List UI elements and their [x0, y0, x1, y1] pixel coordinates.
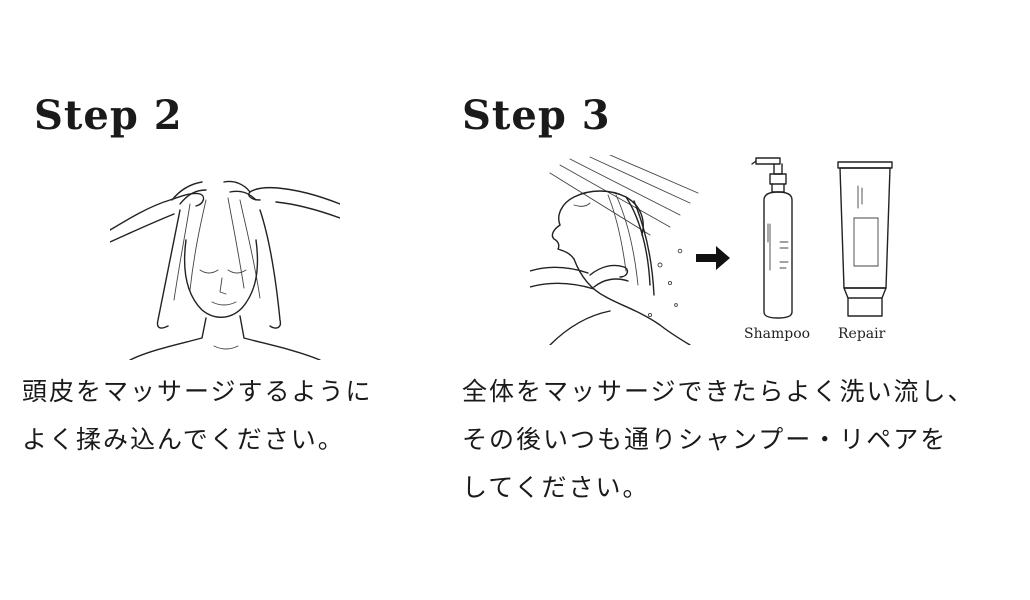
- step3-line-3: してください。: [462, 473, 650, 502]
- step3-line-2: その後いつも通りシャンプー・リペアを: [462, 425, 948, 454]
- rinsing-hair-illustration: [530, 155, 699, 345]
- scalp-massage-illustration: [110, 180, 340, 360]
- shampoo-bottle-icon: [751, 157, 793, 319]
- step2-title: Step 2: [34, 92, 183, 139]
- step2-line-2: よく揉み込んでください。: [22, 425, 345, 454]
- step2-instructions: 頭皮をマッサージするように よく揉み込んでください。: [22, 368, 442, 464]
- step3-instructions: 全体をマッサージできたらよく洗い流し、 その後いつも通りシャンプー・リペアを し…: [462, 368, 1022, 512]
- repair-label: Repair: [838, 326, 886, 342]
- repair-tube-icon: [837, 161, 893, 317]
- step2-line-1: 頭皮をマッサージするように: [22, 377, 373, 406]
- step3-line-1: 全体をマッサージできたらよく洗い流し、: [462, 377, 975, 406]
- step3-title: Step 3: [462, 92, 611, 139]
- right-arrow-icon: [696, 246, 730, 270]
- shampoo-label: Shampoo: [744, 326, 811, 342]
